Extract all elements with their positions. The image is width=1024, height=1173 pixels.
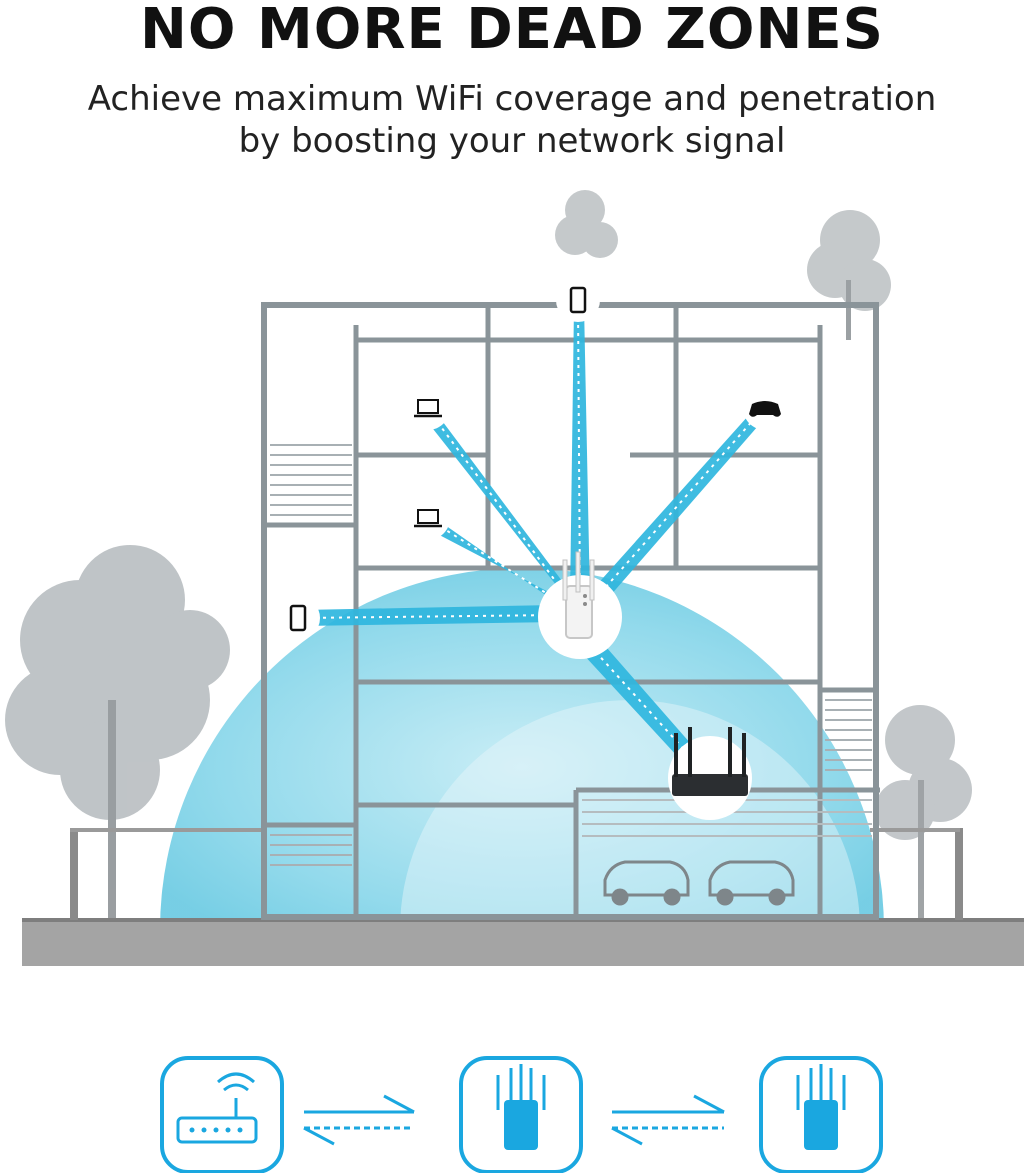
tree-right-top xyxy=(807,210,891,340)
car-left xyxy=(603,860,690,906)
extender-device xyxy=(538,551,622,659)
subline-line-1: Achieve maximum WiFi coverage and penetr… xyxy=(87,79,937,119)
router-device xyxy=(668,727,752,820)
setup-flow xyxy=(160,1056,883,1173)
car-right xyxy=(708,860,795,906)
device-laptop-upper xyxy=(406,386,450,430)
tree-left xyxy=(5,545,230,920)
device-phone-top xyxy=(556,278,600,322)
router-icon xyxy=(160,1056,284,1173)
device-phone-left xyxy=(276,596,320,640)
tree-right xyxy=(875,705,972,920)
coverage-dome xyxy=(160,568,884,930)
stairs xyxy=(270,444,872,866)
coverage-illustration xyxy=(5,190,1024,966)
extender-icon xyxy=(759,1056,883,1173)
arrows-icon xyxy=(611,1094,725,1146)
headline: NO MORE DEAD ZONES xyxy=(140,0,884,62)
ground xyxy=(22,918,1024,966)
device-laptop-lower xyxy=(406,496,450,540)
beam-dots xyxy=(301,304,763,766)
extender-icon xyxy=(459,1056,583,1173)
subline-line-2: by boosting your network signal xyxy=(238,121,786,161)
arrows-icon xyxy=(303,1094,415,1146)
tree-top xyxy=(555,190,618,258)
device-gamepad xyxy=(743,386,787,430)
